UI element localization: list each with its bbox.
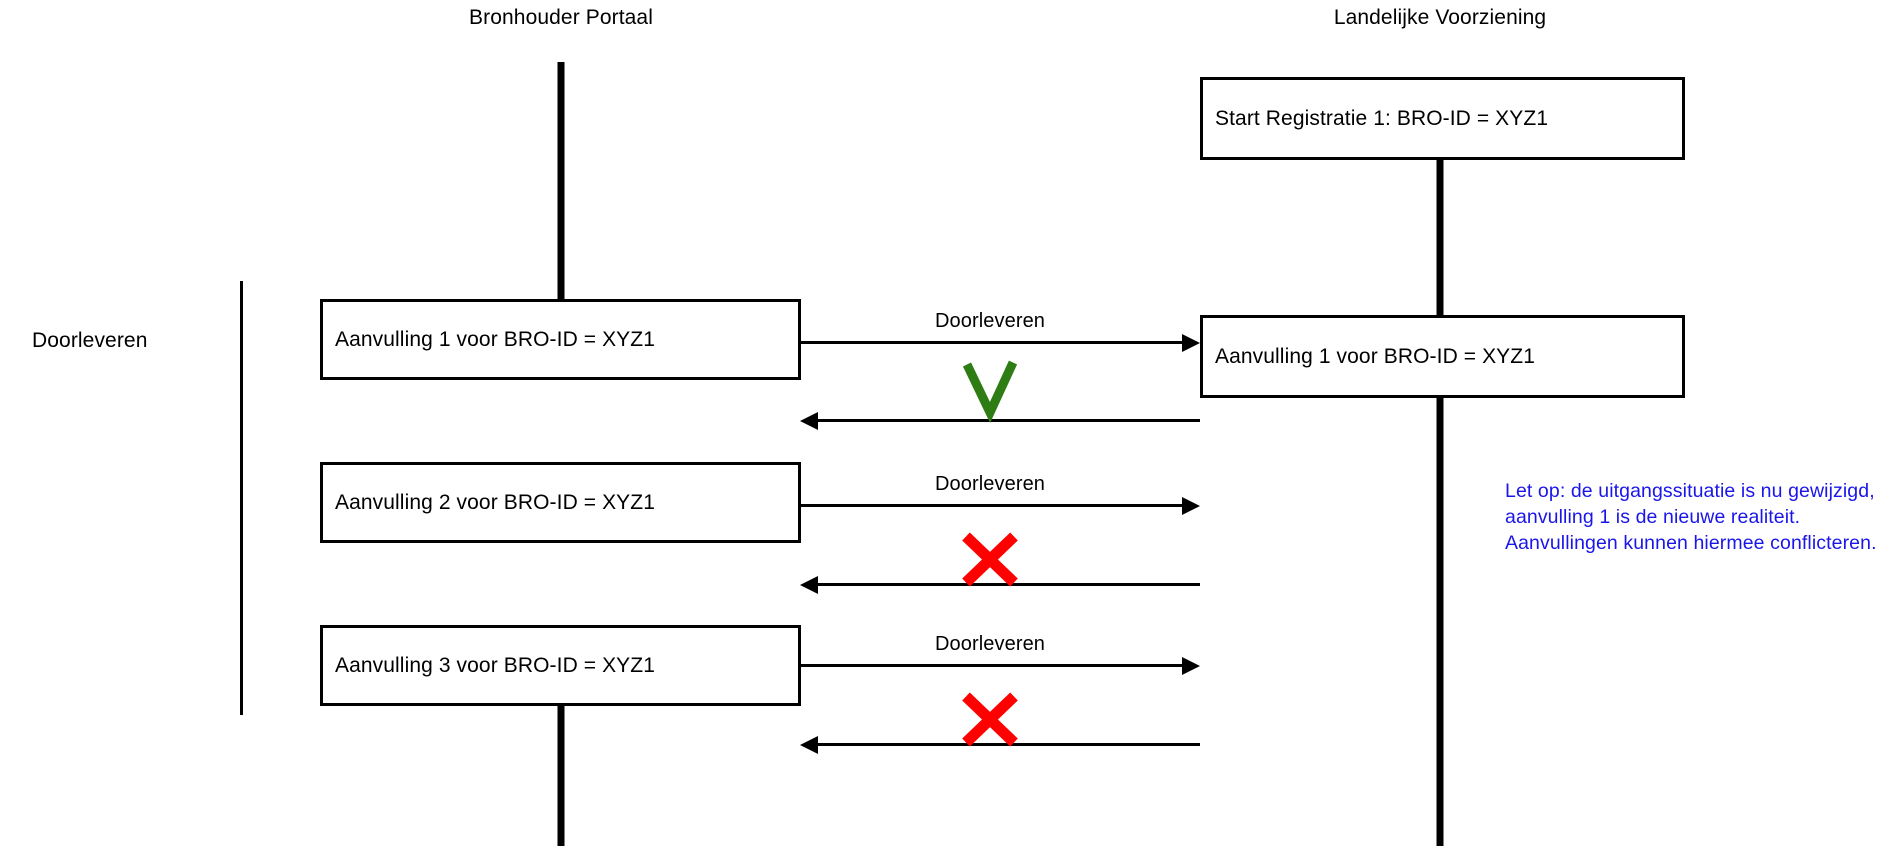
message-arrow-1-label: Doorleveren	[934, 310, 1046, 332]
box-start-registratie: Start Registratie 1: BRO-ID = XYZ1	[1200, 77, 1685, 160]
return-arrow-1-line	[818, 419, 1200, 422]
box-aanvulling-1-left: Aanvulling 1 voor BRO-ID = XYZ1	[320, 299, 801, 380]
return-arrow-2-line	[818, 583, 1200, 586]
message-arrow-3-label: Doorleveren	[934, 633, 1046, 655]
box-aanvulling-1-right-label: Aanvulling 1 voor BRO-ID = XYZ1	[1215, 344, 1535, 368]
box-aanvulling-1-left-label: Aanvulling 1 voor BRO-ID = XYZ1	[335, 327, 655, 351]
message-arrow-1-line	[801, 341, 1182, 344]
check-mark-icon-1	[957, 357, 1023, 428]
lifeline-bronhouder-portaal-segment-bottom	[557, 706, 565, 846]
box-aanvulling-2-left: Aanvulling 2 voor BRO-ID = XYZ1	[320, 462, 801, 543]
group-label-doorleveren: Doorleveren	[32, 329, 148, 352]
message-arrow-2-arrowhead-icon	[1182, 497, 1200, 515]
return-arrow-3-arrowhead-icon	[800, 736, 818, 754]
lifeline-title-landelijke-voorziening: Landelijke Voorziening	[1333, 6, 1547, 29]
box-aanvulling-2-left-label: Aanvulling 2 voor BRO-ID = XYZ1	[335, 490, 655, 514]
note-uitgangssituatie: Let op: de uitgangssituatie is nu gewijz…	[1505, 480, 1877, 554]
box-aanvulling-3-left: Aanvulling 3 voor BRO-ID = XYZ1	[320, 625, 801, 706]
return-arrow-2-arrowhead-icon	[800, 576, 818, 594]
message-arrow-2-label: Doorleveren	[934, 473, 1046, 495]
box-aanvulling-1-right: Aanvulling 1 voor BRO-ID = XYZ1	[1200, 315, 1685, 398]
message-arrow-2-line	[801, 504, 1182, 507]
message-arrow-1-arrowhead-icon	[1182, 334, 1200, 352]
group-bracket-doorleveren	[240, 281, 243, 715]
lifeline-landelijke-voorziening-segment-bottom	[1436, 397, 1444, 846]
box-start-registratie-label: Start Registratie 1: BRO-ID = XYZ1	[1215, 106, 1549, 130]
return-arrow-3-line	[818, 743, 1200, 746]
message-arrow-3-line	[801, 664, 1182, 667]
return-arrow-1-arrowhead-icon	[800, 412, 818, 430]
lifeline-landelijke-voorziening-segment-top	[1436, 159, 1444, 316]
lifeline-title-bronhouder-portaal: Bronhouder Portaal	[469, 6, 653, 29]
lifeline-bronhouder-portaal-segment-top	[557, 62, 565, 300]
message-arrow-3-arrowhead-icon	[1182, 657, 1200, 675]
box-aanvulling-3-left-label: Aanvulling 3 voor BRO-ID = XYZ1	[335, 653, 655, 677]
